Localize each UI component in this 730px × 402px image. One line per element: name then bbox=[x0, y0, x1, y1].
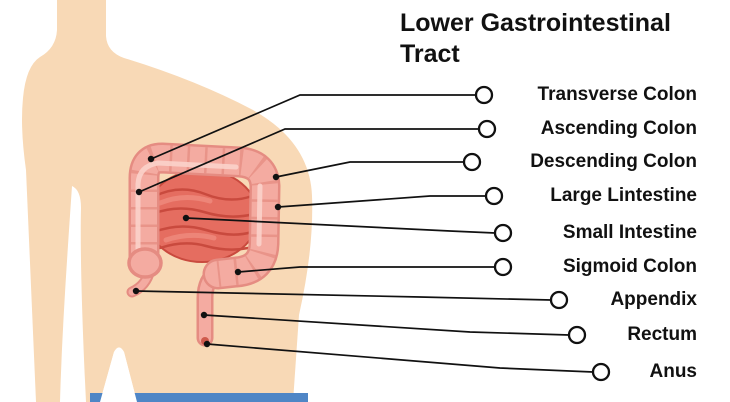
label-large-intestine: Large Lintestine bbox=[550, 185, 697, 206]
anatomy-dot bbox=[182, 214, 190, 222]
leader-lines-group bbox=[132, 85, 611, 382]
label-sigmoid-colon: Sigmoid Colon bbox=[562, 256, 697, 277]
label-appendix: Appendix bbox=[610, 289, 697, 310]
leg-gap bbox=[100, 347, 137, 402]
leader-line bbox=[275, 161, 464, 178]
leader-line bbox=[203, 314, 570, 336]
large-intestine-graphic bbox=[127, 142, 281, 290]
small-intestine-fold bbox=[158, 242, 250, 251]
small-intestine-graphic bbox=[145, 169, 259, 263]
leader-line bbox=[185, 217, 496, 234]
leader-rectum bbox=[200, 311, 587, 345]
small-intestine-highlight bbox=[163, 232, 217, 243]
anatomy-dot bbox=[135, 188, 143, 196]
colon-highlight bbox=[256, 183, 263, 247]
leader-appendix bbox=[132, 287, 569, 310]
leader-line bbox=[237, 266, 495, 273]
label-marker bbox=[493, 223, 513, 243]
anatomy-dot bbox=[272, 173, 280, 181]
leader-line bbox=[150, 94, 476, 160]
small-intestine-highlight bbox=[157, 195, 213, 206]
label-marker bbox=[567, 325, 587, 345]
label-anus: Anus bbox=[649, 361, 698, 382]
leader-sigmoid-colon bbox=[234, 257, 513, 277]
label-marker bbox=[549, 290, 569, 310]
leader-line bbox=[206, 343, 594, 373]
label-marker bbox=[462, 152, 482, 172]
label-marker bbox=[477, 119, 497, 139]
cecum-graphic bbox=[127, 247, 163, 279]
small-intestine-fold bbox=[153, 188, 254, 201]
leader-descending-colon bbox=[272, 152, 482, 181]
small-intestine-fold bbox=[152, 225, 254, 236]
label-marker bbox=[474, 85, 494, 105]
leader-transverse-colon bbox=[147, 85, 494, 163]
label-small-intestine: Small Intestine bbox=[562, 222, 697, 243]
label-descending-colon: Descending Colon bbox=[530, 151, 697, 172]
label-ascending-colon: Ascending Colon bbox=[540, 118, 697, 139]
arm-torso-gap bbox=[60, 186, 86, 402]
label-marker bbox=[484, 186, 504, 206]
label-marker bbox=[493, 257, 513, 277]
anatomy-dot bbox=[234, 268, 242, 276]
leader-line bbox=[277, 195, 486, 208]
leader-line bbox=[138, 128, 479, 193]
anatomy-dot bbox=[200, 311, 208, 319]
anatomy-dot bbox=[132, 287, 140, 295]
small-intestine-fold bbox=[150, 207, 256, 218]
label-marker bbox=[591, 362, 611, 382]
leader-anus bbox=[203, 340, 611, 382]
anatomy-dot bbox=[203, 340, 211, 348]
underwear-band bbox=[90, 393, 308, 402]
label-transverse-colon: Transverse Colon bbox=[537, 84, 697, 105]
anatomy-dot bbox=[274, 203, 282, 211]
leader-line bbox=[135, 290, 552, 301]
label-rectum: Rectum bbox=[627, 324, 697, 345]
intestines-group bbox=[126, 142, 281, 347]
anatomy-dot bbox=[147, 155, 155, 163]
colon-highlight bbox=[135, 160, 239, 255]
leader-large-intestine bbox=[274, 186, 504, 211]
diagram-title: Lower Gastrointestinal Tract bbox=[400, 9, 671, 68]
leader-small-intestine bbox=[182, 214, 513, 243]
leader-ascending-colon bbox=[135, 119, 497, 196]
